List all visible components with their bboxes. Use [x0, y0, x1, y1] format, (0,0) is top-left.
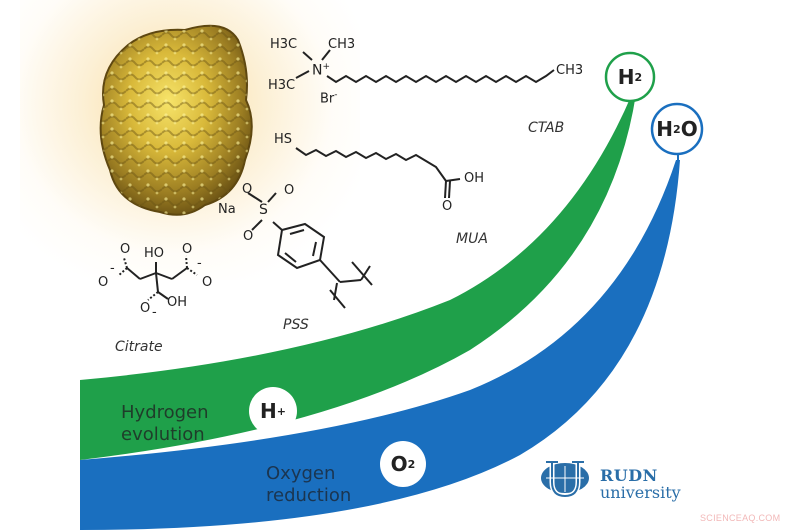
- citrate-minus-label: -: [197, 256, 202, 271]
- mua-name: MUA: [456, 231, 488, 247]
- citrate-oxygen-label: O: [98, 275, 109, 290]
- citrate-oh-label: OH: [167, 295, 188, 310]
- citrate-hydroxyl-label: HO: [144, 246, 165, 261]
- citrate-oxygen-label: O: [202, 275, 213, 290]
- pss-sulfur-label: S: [259, 202, 268, 218]
- pss-sodium-label: Na: [218, 202, 236, 217]
- citrate-minus-label: -: [110, 261, 115, 276]
- pss-oxygen-label: O: [243, 229, 254, 244]
- ctab-tail-label: CH3: [556, 63, 584, 78]
- h2o-circle: [650, 102, 704, 156]
- ctab-methyl-label: H3C: [268, 78, 296, 93]
- citrate-oxygen-label: O: [140, 301, 151, 316]
- ctab-methyl-label: CH3: [328, 37, 356, 52]
- citrate-oxygen-label: O: [120, 242, 131, 257]
- ctab-structure: [295, 49, 555, 84]
- rudn-logo-icon: [541, 461, 589, 499]
- mua-oh-label: OH: [464, 171, 485, 186]
- mua-structure: [295, 147, 461, 199]
- ctab-nitrogen-label: N+: [312, 62, 331, 79]
- ctab-bromide-label: Br-: [320, 90, 338, 107]
- pss-oxygen-label: O: [284, 183, 295, 198]
- pss-name: PSS: [283, 317, 309, 333]
- citrate-oxygen-label: O: [182, 242, 193, 257]
- citrate-minus-label: -: [152, 305, 157, 320]
- oxygen-band: [80, 160, 680, 530]
- ctab-methyl-label: H3C: [270, 37, 298, 52]
- citrate-structure: [117, 255, 198, 301]
- mua-o-label: O: [442, 199, 453, 214]
- citrate-name: Citrate: [115, 339, 163, 355]
- hydrogen-evolution-label: Hydrogen evolution: [121, 402, 209, 445]
- mua-thiol-label: HS: [274, 132, 293, 147]
- watermark: SCIENCEAQ.COM: [700, 513, 781, 523]
- rudn-logo-text: RUDN university: [600, 466, 681, 502]
- hydrogen-band: [80, 94, 636, 460]
- h-plus-bubble: H+: [249, 387, 297, 435]
- oxygen-reduction-label: Oxygen reduction: [266, 463, 352, 506]
- pss-structure: [247, 192, 373, 309]
- pss-oxygen-label: O: [242, 182, 253, 197]
- gold-nugget-icon: [99, 24, 253, 216]
- h2-circle: [604, 51, 656, 103]
- ctab-name: CTAB: [528, 120, 565, 136]
